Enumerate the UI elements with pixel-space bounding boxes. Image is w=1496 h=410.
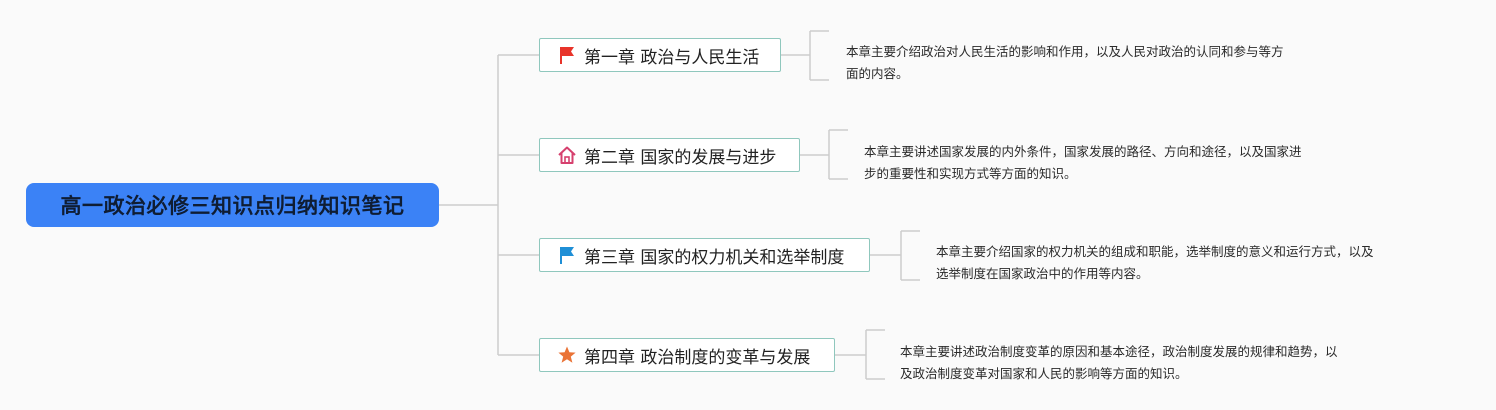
- red-flag-icon: [556, 44, 578, 66]
- blue-flag-icon: [556, 244, 578, 266]
- chapter-description-1: 本章主要介绍政治对人民生活的影响和作用，以及人民对政治的认同和参与等方 面的内容…: [846, 41, 1284, 85]
- chapter-node-4[interactable]: 第四章 政治制度的变革与发展: [539, 338, 835, 372]
- description-line: 选举制度在国家政治中的作用等内容。: [936, 266, 1149, 281]
- chapter-description-3: 本章主要介绍国家的权力机关的组成和职能，选举制度的意义和运行方式，以及 选举制度…: [936, 241, 1374, 285]
- chapter-node-2[interactable]: 第二章 国家的发展与进步: [539, 138, 800, 172]
- chapter-description-4: 本章主要讲述政治制度变革的原因和基本途径，政治制度发展的规律和趋势，以 及政治制…: [900, 341, 1338, 385]
- description-line: 本章主要讲述国家发展的内外条件，国家发展的路径、方向和途径，以及国家进: [864, 144, 1302, 159]
- star-icon: [556, 344, 578, 366]
- description-line: 本章主要讲述政治制度变革的原因和基本途径，政治制度发展的规律和趋势，以: [900, 344, 1338, 359]
- chapter-label: 第一章 政治与人民生活: [584, 47, 760, 68]
- house-icon: [556, 144, 578, 166]
- chapter-description-2: 本章主要讲述国家发展的内外条件，国家发展的路径、方向和途径，以及国家进 步的重要…: [864, 141, 1302, 185]
- desc-connector-1: [781, 30, 829, 81]
- chapter-node-1[interactable]: 第一章 政治与人民生活: [539, 38, 781, 72]
- root-node[interactable]: 高一政治必修三知识点归纳知识笔记: [26, 183, 439, 227]
- chapter-node-3[interactable]: 第三章 国家的权力机关和选举制度: [539, 238, 870, 272]
- desc-connector-4: [835, 329, 885, 380]
- chapter-label: 第二章 国家的发展与进步: [584, 147, 777, 168]
- chapter-label: 第四章 政治制度的变革与发展: [584, 347, 811, 368]
- desc-connector-3: [870, 230, 920, 281]
- description-line: 面的内容。: [846, 66, 909, 81]
- chapter-label: 第三章 国家的权力机关和选举制度: [584, 247, 845, 268]
- desc-connector-2: [800, 129, 848, 180]
- description-line: 步的重要性和实现方式等方面的知识。: [864, 166, 1077, 181]
- description-line: 及政治制度变革对国家和人民的影响等方面的知识。: [900, 366, 1188, 381]
- description-line: 本章主要介绍政治对人民生活的影响和作用，以及人民对政治的认同和参与等方: [846, 44, 1284, 59]
- root-title: 高一政治必修三知识点归纳知识笔记: [60, 194, 405, 218]
- description-line: 本章主要介绍国家的权力机关的组成和职能，选举制度的意义和运行方式，以及: [936, 244, 1374, 259]
